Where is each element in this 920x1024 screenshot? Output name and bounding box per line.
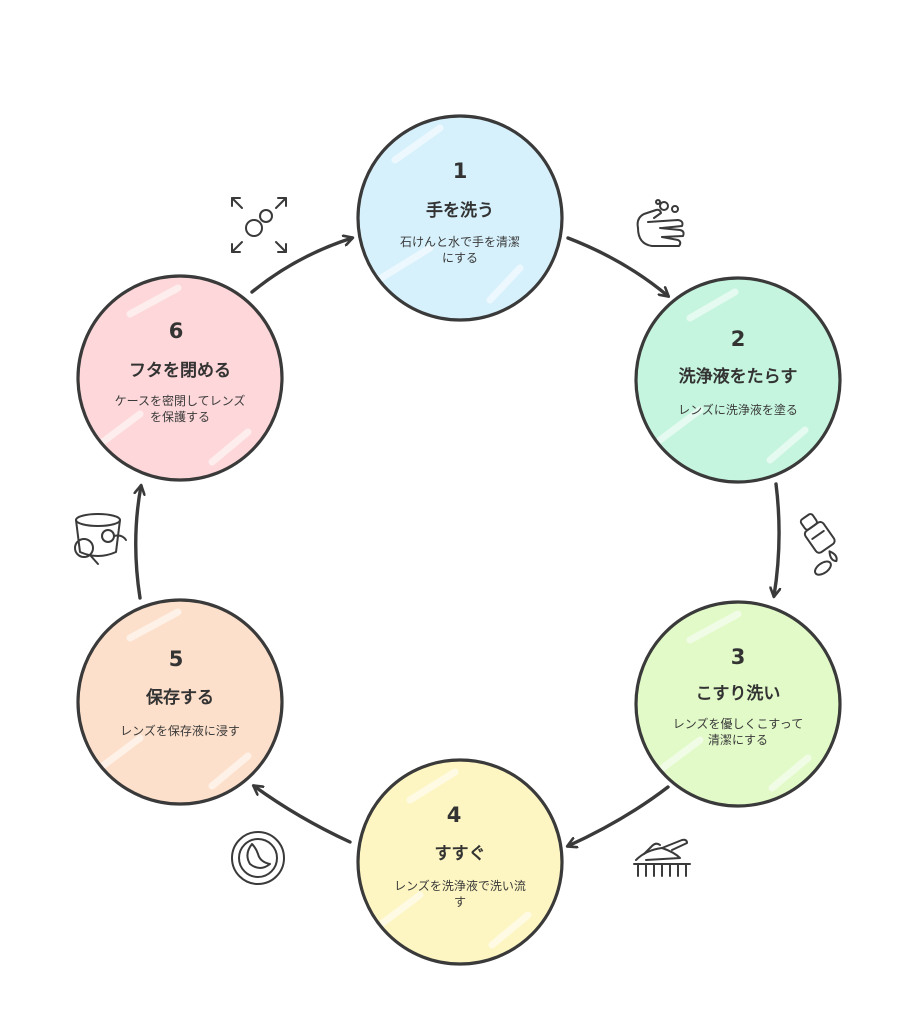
step-4-title: すすぐ xyxy=(435,844,486,864)
step-1-ring xyxy=(356,114,564,322)
step-6-circle xyxy=(78,276,282,480)
step-1-title: 手を洗う xyxy=(426,200,494,221)
step-1-desc-line-1: 石けんと水で手を清潔 xyxy=(400,235,520,249)
step-5-title: 保存する xyxy=(145,687,214,708)
arrow-2-to-3 xyxy=(774,482,779,596)
step-4-hatching xyxy=(376,768,532,949)
arrow-5-to-6 xyxy=(136,486,141,600)
step-4-circle xyxy=(358,760,562,964)
arrow-3-to-4 xyxy=(568,785,670,846)
step-1-desc-line-2: にする xyxy=(442,251,478,265)
step-2-circle xyxy=(636,278,840,482)
step-2-ring xyxy=(634,276,842,484)
finger-rub-icon xyxy=(633,838,691,877)
contact-lens-icon xyxy=(231,831,285,885)
seal-expand-icon xyxy=(231,197,287,253)
step-4-desc-line-1: レンズを洗浄液で洗い流 xyxy=(394,878,526,893)
step-2-number: 2 xyxy=(731,327,746,351)
step-2-desc-line-1: レンズに洗浄液を塗る xyxy=(678,402,798,417)
arrow-6-to-1 xyxy=(250,238,352,294)
step-3-number: 3 xyxy=(731,645,746,669)
step-1: 1 手を洗う 石けんと水で手を清潔 にする xyxy=(356,114,564,322)
arrow-1-to-2 xyxy=(566,236,668,296)
step-1-hatching xyxy=(374,124,524,304)
lens-case-icon xyxy=(74,513,127,565)
step-6-number: 6 xyxy=(169,319,184,343)
step-4: 4 すすぐ レンズを洗浄液で洗い流 す xyxy=(356,758,564,966)
step-6-hatching xyxy=(96,284,252,466)
step-3-title: こすり洗い xyxy=(696,683,781,704)
step-3-desc-line-1: レンズを優しくこすって xyxy=(673,716,803,731)
step-5-circle xyxy=(78,600,282,804)
step-3: 3 こすり洗い レンズを優しくこすって 清潔にする xyxy=(634,600,842,808)
step-5-number: 5 xyxy=(169,647,184,671)
step-2-title: 洗浄液をたらす xyxy=(679,366,798,387)
step-4-number: 4 xyxy=(447,803,462,827)
step-1-circle xyxy=(358,116,562,320)
step-3-hatching xyxy=(656,610,812,792)
step-6-desc-line-2: を保護する xyxy=(150,409,210,424)
step-1-number: 1 xyxy=(453,159,468,183)
step-6-ring xyxy=(76,274,284,482)
arrow-4-to-5 xyxy=(254,786,352,844)
step-5-ring xyxy=(76,598,284,806)
step-2: 2 洗浄液をたらす レンズに洗浄液を塗る xyxy=(634,276,842,484)
step-6-title: フタを閉める xyxy=(129,361,231,381)
hand-wash-icon xyxy=(636,199,685,247)
step-6: 6 フタを閉める ケースを密閉してレンズ を保護する xyxy=(76,274,284,482)
step-6-desc-line-1: ケースを密閉してレンズ xyxy=(115,393,246,408)
step-3-desc-line-2: 清潔にする xyxy=(708,733,768,747)
step-5-desc-line-1: レンズを保存液に浸す xyxy=(120,723,240,738)
step-2-hatching xyxy=(656,288,809,464)
step-4-ring xyxy=(356,758,564,966)
step-3-ring xyxy=(634,600,842,808)
step-5: 5 保存する レンズを保存液に浸す xyxy=(76,598,284,806)
dropper-bottle-icon xyxy=(799,513,838,576)
step-4-desc-line-2: す xyxy=(454,895,466,909)
step-5-hatching xyxy=(96,608,252,790)
step-3-circle xyxy=(636,602,840,806)
